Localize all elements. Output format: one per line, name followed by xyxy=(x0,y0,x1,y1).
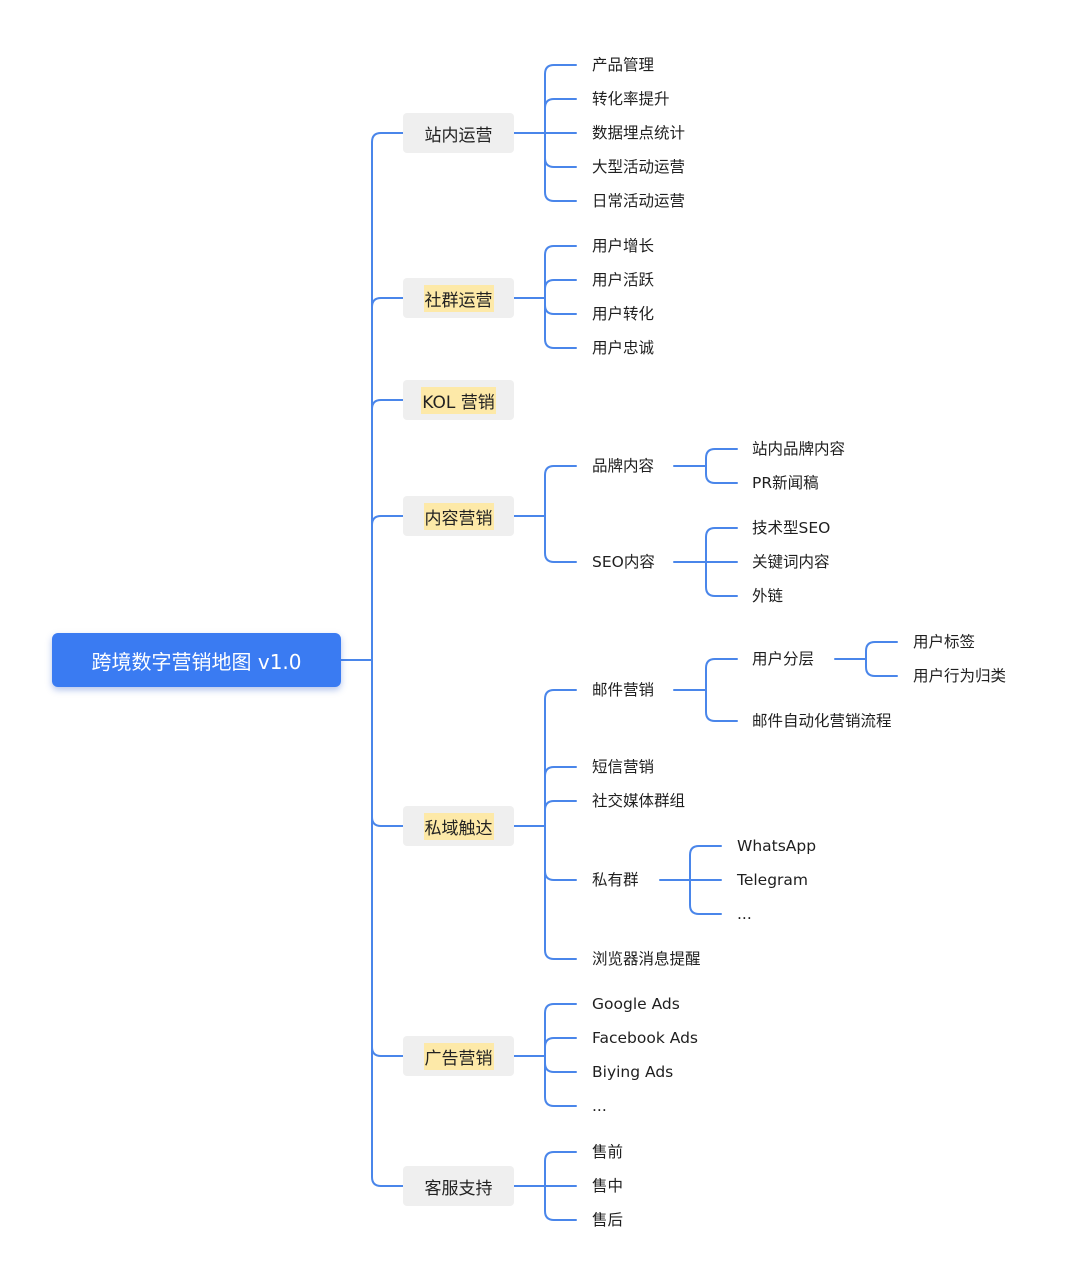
node-after-sale[interactable]: 售后 xyxy=(592,1211,624,1229)
node-pr-release[interactable]: PR新闻稿 xyxy=(752,474,819,492)
node-email-automation[interactable]: 邮件自动化营销流程 xyxy=(752,712,892,730)
node-user-growth[interactable]: 用户增长 xyxy=(592,237,655,255)
connector-bracket-5 xyxy=(673,527,738,597)
connector-bracket-3 xyxy=(513,465,577,563)
node-data-tracking[interactable]: 数据埋点统计 xyxy=(592,124,686,142)
node-brand-content[interactable]: 品牌内容 xyxy=(592,457,655,475)
branch-kol-marketing[interactable]: KOL 营销 xyxy=(403,380,514,420)
branch-label: 广告营销 xyxy=(423,1042,494,1070)
node-backlinks[interactable]: 外链 xyxy=(752,587,784,605)
node-pre-sale[interactable]: 售前 xyxy=(592,1143,624,1161)
branch-community-operations[interactable]: 社群运营 xyxy=(403,278,514,318)
branch-label: KOL 营销 xyxy=(421,386,496,414)
branch-label: 站内运营 xyxy=(424,125,493,146)
node-user-conversion[interactable]: 用户转化 xyxy=(592,305,655,323)
branch-customer-service[interactable]: 客服支持 xyxy=(403,1166,514,1206)
node-technical-seo[interactable]: 技术型SEO xyxy=(752,519,831,537)
node-user-tags[interactable]: 用户标签 xyxy=(913,633,976,651)
node-large-campaigns[interactable]: 大型活动运营 xyxy=(592,158,686,176)
connector-bracket-9 xyxy=(659,845,722,915)
node-email-marketing[interactable]: 邮件营销 xyxy=(592,681,655,699)
connector-bracket-7 xyxy=(673,658,738,722)
root-label: 跨境数字营销地图 v1.0 xyxy=(91,649,302,674)
connector-bracket-10 xyxy=(513,1003,577,1107)
node-user-segmentation[interactable]: 用户分层 xyxy=(752,650,815,668)
connector-bracket-11 xyxy=(513,1151,577,1221)
branch-label: 社群运营 xyxy=(423,284,494,312)
connector-bracket-1 xyxy=(513,64,577,202)
node-private-more[interactable]: ... xyxy=(737,905,752,923)
node-user-behavior[interactable]: 用户行为归类 xyxy=(913,667,1007,685)
node-social-groups[interactable]: 社交媒体群组 xyxy=(592,792,686,810)
node-onsite-brand-content[interactable]: 站内品牌内容 xyxy=(752,440,846,458)
branch-private-reach[interactable]: 私域触达 xyxy=(403,806,514,846)
node-biying-ads[interactable]: Biying Ads xyxy=(592,1063,674,1081)
node-telegram[interactable]: Telegram xyxy=(737,871,809,889)
connector-bracket-4 xyxy=(673,448,738,484)
node-browser-notifications[interactable]: 浏览器消息提醒 xyxy=(592,950,701,968)
connector-bracket-2 xyxy=(513,245,577,349)
node-facebook-ads[interactable]: Facebook Ads xyxy=(592,1029,699,1047)
node-in-sale[interactable]: 售中 xyxy=(592,1177,624,1195)
root-node[interactable]: 跨境数字营销地图 v1.0 xyxy=(52,633,341,687)
connector-bracket-6 xyxy=(513,689,577,960)
node-ads-more[interactable]: ... xyxy=(592,1097,607,1115)
node-google-ads[interactable]: Google Ads xyxy=(592,995,680,1013)
branch-label: 内容营销 xyxy=(423,502,494,530)
branch-ad-marketing[interactable]: 广告营销 xyxy=(403,1036,514,1076)
node-user-activity[interactable]: 用户活跃 xyxy=(592,271,655,289)
node-product-management[interactable]: 产品管理 xyxy=(592,56,655,74)
node-conversion-rate[interactable]: 转化率提升 xyxy=(592,90,670,108)
connector-bracket-8 xyxy=(834,641,898,677)
node-daily-campaigns[interactable]: 日常活动运营 xyxy=(592,192,686,210)
branch-site-operations[interactable]: 站内运营 xyxy=(403,113,514,153)
node-whatsapp[interactable]: WhatsApp xyxy=(737,837,817,855)
branch-label: 私域触达 xyxy=(423,812,494,840)
node-sms-marketing[interactable]: 短信营销 xyxy=(592,758,655,776)
branch-content-marketing[interactable]: 内容营销 xyxy=(403,496,514,536)
branch-label: 客服支持 xyxy=(424,1178,493,1199)
node-seo-content[interactable]: SEO内容 xyxy=(592,553,655,571)
node-user-loyalty[interactable]: 用户忠诚 xyxy=(592,339,655,357)
node-private-groups[interactable]: 私有群 xyxy=(592,871,639,889)
connector-bracket-0 xyxy=(340,132,404,1187)
node-keyword-content[interactable]: 关键词内容 xyxy=(752,553,830,571)
